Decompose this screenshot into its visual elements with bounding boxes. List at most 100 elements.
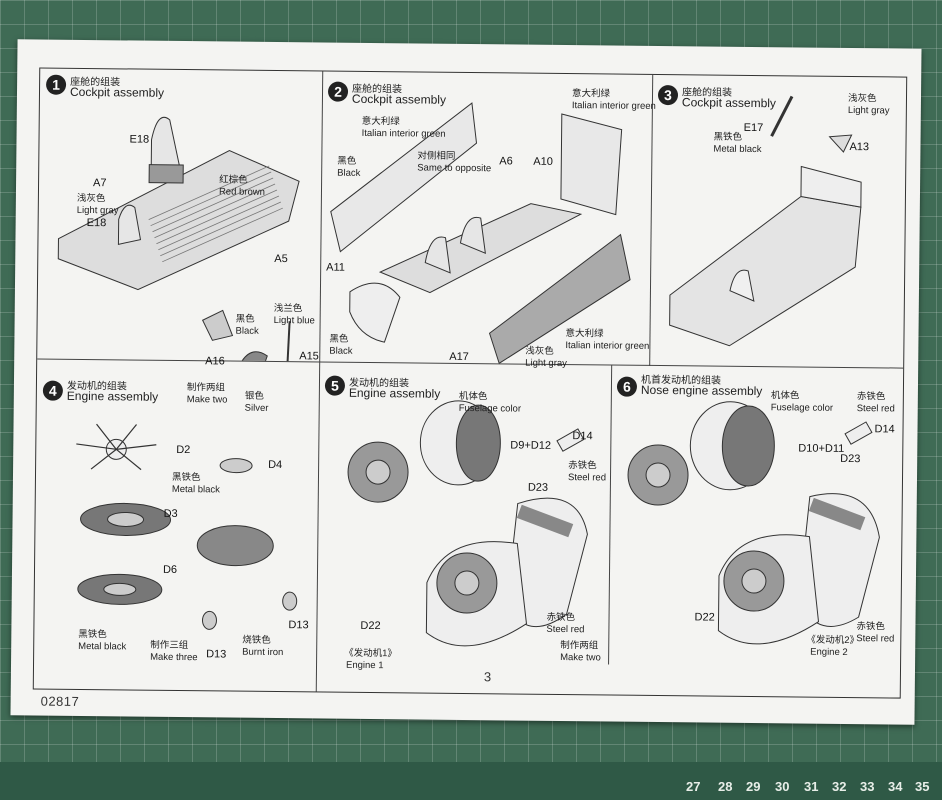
paint-label-cn: 机体色 — [458, 390, 488, 403]
paint-label-cn: 意大利绿 — [571, 88, 611, 100]
paint-label-cn: 浅灰色 — [76, 192, 106, 205]
ruler-number: 33 — [860, 779, 875, 794]
paint-label-cn: 黑色 — [337, 155, 357, 167]
cutting-mat-ruler: 27 28 29 30 31 32 33 34 35 — [0, 762, 942, 800]
paint-label-en: Steel red — [856, 403, 895, 415]
ruler-number: 34 — [888, 779, 903, 794]
paint-label-cn: 黑色 — [235, 313, 255, 325]
paint-label-cn: 赤铁色 — [856, 391, 886, 403]
paint-label-cn: 赤铁色 — [568, 460, 597, 472]
engine-tag-cn: 《发动机1》 — [344, 647, 398, 660]
part-label: D3 — [163, 507, 178, 520]
paint-label-en: Make three — [150, 651, 198, 664]
paint-label-en: Make two — [560, 652, 601, 664]
paint-label-cn: 赤铁色 — [856, 621, 886, 633]
cockpit-sides-drawing — [330, 102, 631, 365]
paint-label-en: Black — [235, 325, 259, 337]
part-label: D10+D11 — [798, 442, 845, 455]
engine-tag-en: Engine 1 — [345, 659, 384, 672]
part-label: E18 — [129, 133, 150, 146]
part-label: D14 — [572, 430, 593, 443]
paint-label-en: Metal black — [713, 143, 762, 156]
paint-label-en: Light gray — [76, 204, 119, 217]
paint-label-en: Steel red — [546, 623, 585, 636]
paint-label-cn: 赤铁色 — [546, 611, 576, 624]
step-2-panel: 2 座舱的组装 Cockpit assembly A6 A10 A11 A17 … — [319, 71, 656, 369]
part-label: D13 — [206, 648, 227, 661]
part-label: D23 — [840, 452, 861, 466]
ruler-number: 28 — [718, 779, 733, 794]
paint-label-en: Red brown — [218, 186, 265, 198]
paint-label-en: Black — [329, 345, 353, 357]
paint-label-en: Light gray — [847, 104, 890, 117]
paint-label-en: Metal black — [171, 483, 220, 496]
paint-label-cn: 浅灰色 — [847, 92, 877, 105]
engine-tag-en: Engine 2 — [810, 646, 848, 659]
part-label: A10 — [533, 155, 553, 168]
cockpit-floor-drawing — [57, 116, 300, 362]
engine-cowling-drawing — [347, 400, 588, 647]
paint-label-en: Metal black — [78, 640, 127, 653]
instruction-sheet: 1 座舱的组装 Cockpit assembly E18 A7 — [10, 39, 922, 725]
paint-label-en: Italian interior green — [361, 127, 446, 140]
radial-engine-parts-drawing — [76, 423, 298, 630]
paint-label-cn: 烧铁色 — [242, 634, 271, 646]
ruler-number: 29 — [746, 779, 761, 794]
paint-label-en: Light blue — [273, 314, 315, 327]
part-label: D6 — [162, 563, 178, 576]
part-label: E18 — [86, 217, 107, 230]
part-label: D23 — [527, 481, 549, 494]
paint-label-cn: 对侧相同 — [417, 150, 456, 162]
part-label: D22 — [360, 619, 381, 633]
ruler-number: 31 — [804, 779, 819, 794]
paint-label-cn: 红棕色 — [219, 174, 248, 186]
paint-label-cn: 意大利绿 — [361, 115, 400, 128]
instruction-frame: 1 座舱的组装 Cockpit assembly E18 A7 — [32, 67, 908, 699]
ruler-number: 35 — [915, 779, 930, 794]
cockpit-tub-drawing — [669, 95, 862, 347]
paint-label-cn: 制作三组 — [150, 639, 189, 652]
paint-label-en: Italian interior green — [565, 340, 650, 352]
paint-label-en: Burnt iron — [242, 646, 284, 659]
step-6-panel: 6 机首发动机的组装 Nose engine assembly D10+D11 … — [608, 365, 903, 668]
engine-tag-cn: 《发动机2》 — [806, 634, 860, 647]
step-5-panel: 5 发动机的组装 Engine assembly D9+D12 D14 D23 … — [316, 361, 613, 671]
kit-code: 02817 — [40, 693, 80, 709]
nose-engine-drawing — [627, 401, 880, 645]
part-label: A7 — [92, 177, 107, 190]
paint-label-cn: 黑色 — [329, 333, 349, 345]
part-label: A13 — [849, 141, 870, 154]
step-1-panel: 1 座舱的组装 Cockpit assembly E18 A7 — [37, 68, 324, 414]
ruler-number: 27 — [686, 779, 701, 794]
part-label: D9+D12 — [510, 439, 552, 452]
step-3-panel: 3 座舱的组装 Cockpit assembly E17 A13 浅灰色 Lig… — [649, 74, 907, 369]
ruler-number: 32 — [832, 779, 847, 794]
paint-label-cn: 浅兰色 — [273, 302, 303, 315]
part-label: D14 — [874, 423, 895, 436]
part-label: D2 — [176, 443, 191, 457]
paint-label-cn: 黑铁色 — [713, 131, 743, 143]
part-label: A6 — [499, 155, 513, 168]
paint-label-cn: 黑铁色 — [171, 471, 201, 484]
paint-label-cn: 制作两组 — [560, 640, 599, 652]
part-label: D13 — [288, 619, 309, 632]
paint-label-en: Fuselage color — [458, 402, 522, 415]
paint-label-cn: 意大利绿 — [565, 328, 604, 340]
page-number: 3 — [483, 669, 492, 685]
part-label: E17 — [743, 121, 764, 135]
part-label: D4 — [268, 458, 283, 472]
paint-label-en: Fuselage color — [770, 402, 834, 414]
part-label: A11 — [326, 261, 346, 274]
paint-label-cn: 机体色 — [770, 390, 800, 402]
ruler-number: 30 — [775, 779, 790, 794]
paint-label-en: Italian interior green — [571, 100, 656, 112]
paint-label-en: Black — [337, 167, 361, 179]
paint-label-en: Same to opposite — [417, 162, 492, 175]
part-label: D22 — [694, 611, 715, 624]
paint-label-cn: 黑铁色 — [78, 628, 107, 641]
paint-label-en: Steel red — [856, 633, 895, 645]
paint-label-cn: 浅灰色 — [525, 345, 554, 357]
part-label: A17 — [449, 350, 469, 364]
step-4-panel: 4 发动机的组装 Engine assembly D2 D4 — [33, 358, 321, 692]
part-label: A5 — [274, 252, 288, 266]
